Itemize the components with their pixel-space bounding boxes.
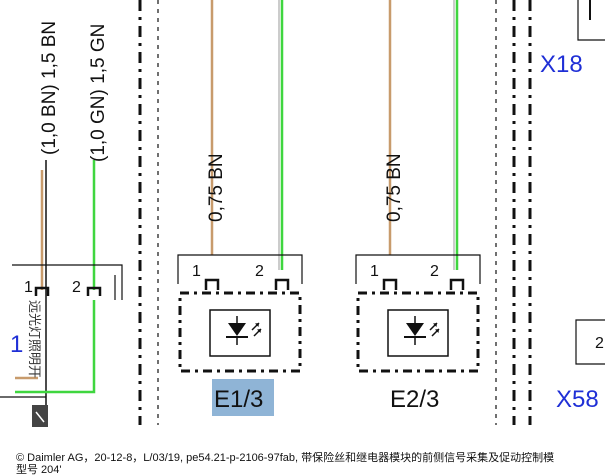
- e2-led-box: [387, 309, 449, 357]
- x18-connector-frame: [577, 0, 605, 41]
- e2-pin-1: 1: [370, 263, 379, 280]
- e1-led-icon: [226, 316, 262, 345]
- e1-label-highlight: [212, 379, 274, 416]
- left-blue-number: 1: [10, 331, 23, 358]
- footer-line-2: 型号 204': [16, 464, 62, 476]
- footer-line-1: © Daimler AG，20-12-8，L/03/19, pe54.21-p-…: [16, 452, 555, 464]
- ground-symbol-mark: [35, 411, 45, 423]
- e1-pin-2-terminal: [274, 278, 290, 290]
- label-left-brown: (1,0 BN) 1,5 BN: [39, 21, 60, 155]
- left-pin-2: 2: [72, 279, 81, 296]
- left-pin-1: 1: [24, 279, 33, 296]
- e1-housing: [178, 291, 302, 373]
- x58-connector-frame: [575, 319, 605, 365]
- left-pin-2-terminal: [86, 286, 102, 296]
- label-e1-brown: 0,75 BN: [206, 153, 227, 222]
- footer-copyright: © Daimler AG，20-12-8，L/03/19, pe54.21-p-…: [16, 452, 605, 476]
- wire-left-green-bottom: [15, 300, 96, 394]
- e2-pin-2-terminal: [449, 278, 465, 290]
- e1-label: E1/3: [214, 386, 263, 413]
- left-connector-frame: [12, 264, 123, 300]
- e2-connector-frame: [355, 254, 481, 284]
- label-left-green: (1,0 GN) 1,5 GN: [88, 24, 109, 162]
- e2-pin-1-terminal: [382, 278, 398, 290]
- x58-pin-2: 2: [595, 335, 604, 352]
- e1-pin-2: 2: [255, 263, 264, 280]
- e1-pin-1-terminal: [204, 278, 220, 290]
- x58-label: X58: [556, 386, 599, 413]
- e2-housing: [356, 291, 480, 373]
- e1-led-box: [209, 309, 271, 357]
- e2-led-icon: [404, 316, 440, 345]
- left-vertical-cjk: 远光灯照明开: [26, 300, 41, 378]
- e2-pin-2: 2: [430, 263, 439, 280]
- e1-connector-frame: [177, 254, 303, 284]
- x18-label: X18: [540, 51, 583, 78]
- e2-label: E2/3: [390, 386, 439, 413]
- e1-pin-1: 1: [192, 263, 201, 280]
- left-pin-1-terminal: [34, 286, 50, 296]
- label-e2-brown: 0,75 BN: [384, 153, 405, 222]
